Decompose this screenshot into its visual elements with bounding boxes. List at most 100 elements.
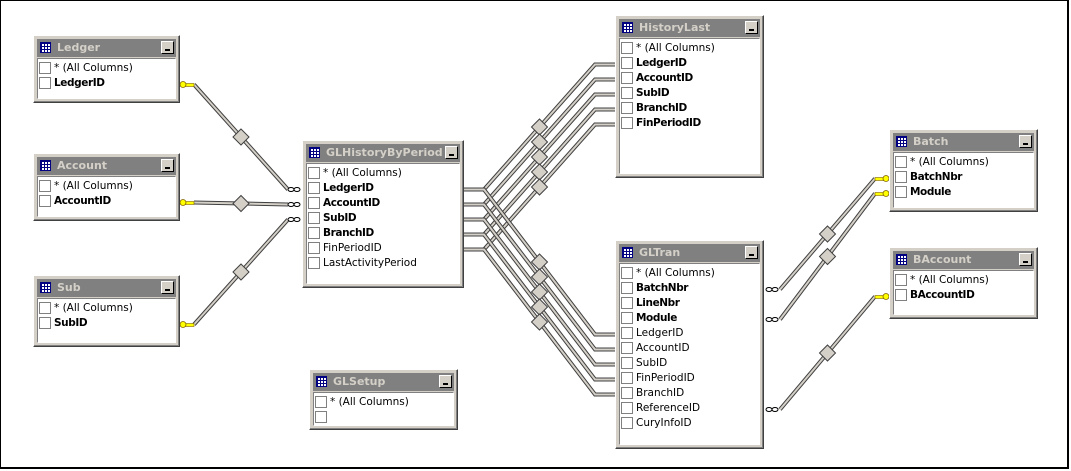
table-title-bar[interactable]: GLTran: [619, 244, 760, 262]
column-checkbox[interactable]: [621, 311, 633, 324]
column-checkbox[interactable]: [621, 416, 633, 429]
column-checkbox[interactable]: [895, 288, 907, 301]
table-sub[interactable]: Sub * (All Columns)SubID: [33, 275, 180, 347]
column-checkbox[interactable]: [621, 101, 633, 114]
table-title-bar[interactable]: GLHistoryByPeriod: [306, 144, 460, 162]
column-row[interactable]: LedgerID: [307, 180, 459, 195]
column-checkbox[interactable]: [621, 71, 633, 84]
column-row[interactable]: SubID: [620, 355, 759, 370]
column-checkbox[interactable]: [895, 155, 907, 168]
column-checkbox[interactable]: [308, 241, 320, 254]
minimize-button[interactable]: [1019, 253, 1032, 266]
column-checkbox[interactable]: [621, 356, 633, 369]
column-row[interactable]: * (All Columns): [894, 154, 1033, 169]
column-list[interactable]: * (All Columns)LedgerID: [37, 58, 176, 99]
column-checkbox[interactable]: [308, 211, 320, 224]
column-row[interactable]: * (All Columns): [307, 165, 459, 180]
column-checkbox[interactable]: [39, 61, 51, 74]
column-row[interactable]: * (All Columns): [38, 60, 175, 75]
column-checkbox[interactable]: [895, 185, 907, 198]
column-row[interactable]: AccountID: [620, 340, 759, 355]
table-glsetup[interactable]: GLSetup * (All Columns): [309, 369, 458, 430]
column-row[interactable]: CuryInfoID: [620, 415, 759, 430]
minimize-button[interactable]: [161, 41, 174, 54]
column-row[interactable]: * (All Columns): [38, 178, 175, 193]
column-checkbox[interactable]: [621, 266, 633, 279]
column-row[interactable]: * (All Columns): [620, 40, 759, 55]
column-row[interactable]: BatchNbr: [894, 169, 1033, 184]
column-checkbox[interactable]: [895, 273, 907, 286]
column-checkbox[interactable]: [895, 170, 907, 183]
table-title-bar[interactable]: Account: [37, 157, 176, 175]
column-row[interactable]: Module: [620, 310, 759, 325]
column-row[interactable]: LedgerID: [620, 55, 759, 70]
column-row[interactable]: * (All Columns): [38, 300, 175, 315]
column-checkbox[interactable]: [308, 181, 320, 194]
column-row[interactable]: * (All Columns): [620, 265, 759, 280]
column-row[interactable]: SubID: [620, 85, 759, 100]
column-checkbox[interactable]: [621, 326, 633, 339]
column-checkbox[interactable]: [621, 296, 633, 309]
table-title-bar[interactable]: BAccount: [893, 251, 1034, 269]
column-row[interactable]: [314, 409, 453, 424]
column-checkbox[interactable]: [621, 371, 633, 384]
column-checkbox[interactable]: [621, 281, 633, 294]
table-title-bar[interactable]: Batch: [893, 133, 1034, 151]
column-checkbox[interactable]: [39, 194, 51, 207]
column-row[interactable]: Module: [894, 184, 1033, 199]
table-title-bar[interactable]: Ledger: [37, 39, 176, 57]
column-list[interactable]: * (All Columns): [313, 392, 454, 426]
table-baccount[interactable]: BAccount * (All Columns)BAccountID: [889, 247, 1038, 319]
column-checkbox[interactable]: [308, 166, 320, 179]
column-row[interactable]: LineNbr: [620, 295, 759, 310]
minimize-button[interactable]: [745, 246, 758, 259]
column-row[interactable]: BatchNbr: [620, 280, 759, 295]
column-row[interactable]: LedgerID: [620, 325, 759, 340]
column-row[interactable]: * (All Columns): [894, 272, 1033, 287]
column-row[interactable]: LastActivityPeriod: [307, 255, 459, 270]
column-checkbox[interactable]: [621, 56, 633, 69]
column-row[interactable]: FinPeriodID: [620, 370, 759, 385]
column-row[interactable]: SubID: [38, 315, 175, 330]
column-list[interactable]: * (All Columns)SubID: [37, 298, 176, 343]
column-checkbox[interactable]: [39, 76, 51, 89]
table-title-bar[interactable]: GLSetup: [313, 373, 454, 391]
minimize-button[interactable]: [161, 281, 174, 294]
column-checkbox[interactable]: [621, 116, 633, 129]
column-checkbox[interactable]: [621, 41, 633, 54]
table-glhistorybyperiod[interactable]: GLHistoryByPeriod * (All Columns)LedgerI…: [302, 140, 464, 288]
column-row[interactable]: BranchID: [307, 225, 459, 240]
column-row[interactable]: AccountID: [38, 193, 175, 208]
column-checkbox[interactable]: [621, 341, 633, 354]
column-row[interactable]: AccountID: [620, 70, 759, 85]
column-checkbox[interactable]: [39, 316, 51, 329]
minimize-button[interactable]: [745, 21, 758, 34]
column-checkbox[interactable]: [308, 226, 320, 239]
column-row[interactable]: ReferenceID: [620, 400, 759, 415]
minimize-button[interactable]: [439, 375, 452, 388]
column-checkbox[interactable]: [315, 410, 327, 423]
column-row[interactable]: SubID: [307, 210, 459, 225]
column-checkbox[interactable]: [39, 179, 51, 192]
table-ledger[interactable]: Ledger * (All Columns)LedgerID: [33, 35, 180, 103]
column-row[interactable]: BranchID: [620, 100, 759, 115]
minimize-button[interactable]: [1019, 135, 1032, 148]
table-title-bar[interactable]: Sub: [37, 279, 176, 297]
minimize-button[interactable]: [161, 159, 174, 172]
column-row[interactable]: BranchID: [620, 385, 759, 400]
table-account[interactable]: Account * (All Columns)AccountID: [33, 153, 180, 221]
column-list[interactable]: * (All Columns)AccountID: [37, 176, 176, 217]
table-title-bar[interactable]: HistoryLast: [619, 19, 760, 37]
column-row[interactable]: * (All Columns): [314, 394, 453, 409]
minimize-button[interactable]: [445, 146, 458, 159]
column-row[interactable]: AccountID: [307, 195, 459, 210]
column-checkbox[interactable]: [621, 386, 633, 399]
column-row[interactable]: LedgerID: [38, 75, 175, 90]
